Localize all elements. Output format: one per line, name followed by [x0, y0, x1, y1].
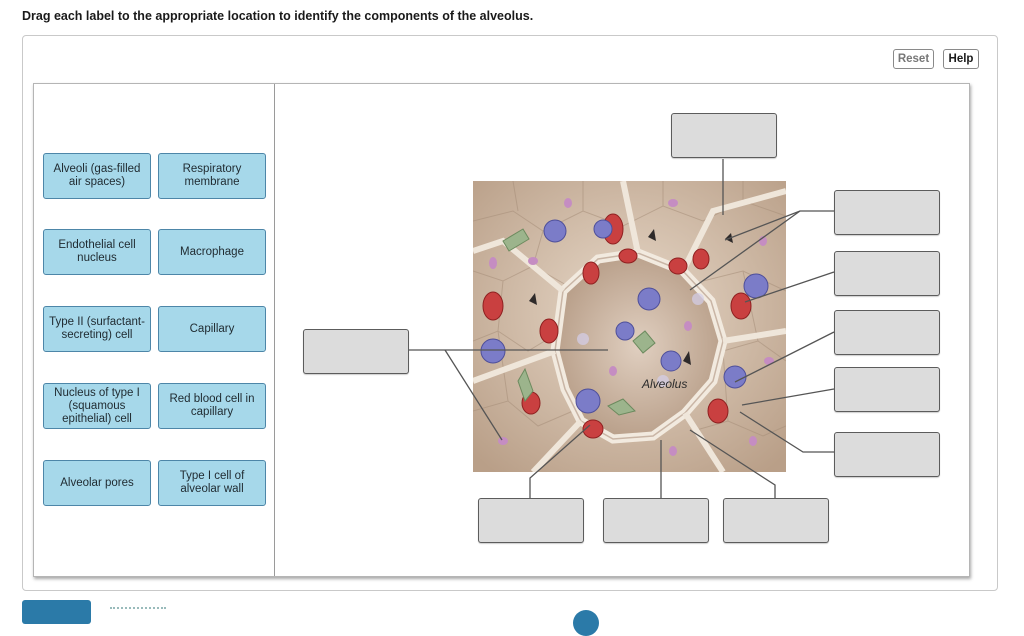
label-respiratory-membrane[interactable]: Respiratory membrane [158, 153, 266, 199]
label-macrophage[interactable]: Macrophage [158, 229, 266, 275]
submit-button[interactable] [22, 600, 91, 624]
feedback-circle-icon[interactable] [573, 610, 599, 636]
drop-target-bottom-3[interactable] [723, 498, 829, 543]
label-red-blood-cell[interactable]: Red blood cell in capillary [158, 383, 266, 429]
drop-target-right-5[interactable] [834, 432, 940, 477]
drop-target-right-2[interactable] [834, 251, 940, 296]
drop-target-right-4[interactable] [834, 367, 940, 412]
label-capillary[interactable]: Capillary [158, 306, 266, 352]
drop-target-bottom-2[interactable] [603, 498, 709, 543]
alveolus-illustration [473, 181, 786, 472]
help-button[interactable]: Help [943, 49, 979, 69]
request-answer-link[interactable] [110, 607, 166, 609]
drop-target-left[interactable] [303, 329, 409, 374]
label-endothelial-cell-nucleus[interactable]: Endothelial cell nucleus [43, 229, 151, 275]
label-type-i-cell[interactable]: Type I cell of alveolar wall [158, 460, 266, 506]
drop-target-right-3[interactable] [834, 310, 940, 355]
alveolus-label: Alveolus [642, 377, 688, 391]
label-alveolar-pores[interactable]: Alveolar pores [43, 460, 151, 506]
drop-target-right-1[interactable] [834, 190, 940, 235]
label-nucleus-type-i-cell[interactable]: Nucleus of type I (squamous epithelial) … [43, 383, 151, 429]
drop-target-top[interactable] [671, 113, 777, 158]
drop-target-bottom-1[interactable] [478, 498, 584, 543]
label-bank-divider [274, 84, 275, 576]
label-type-ii-cell[interactable]: Type II (surfactant-secreting) cell [43, 306, 151, 352]
reset-button[interactable]: Reset [893, 49, 934, 69]
instruction-text: Drag each label to the appropriate locat… [22, 9, 534, 23]
label-alveoli[interactable]: Alveoli (gas-filled air spaces) [43, 153, 151, 199]
